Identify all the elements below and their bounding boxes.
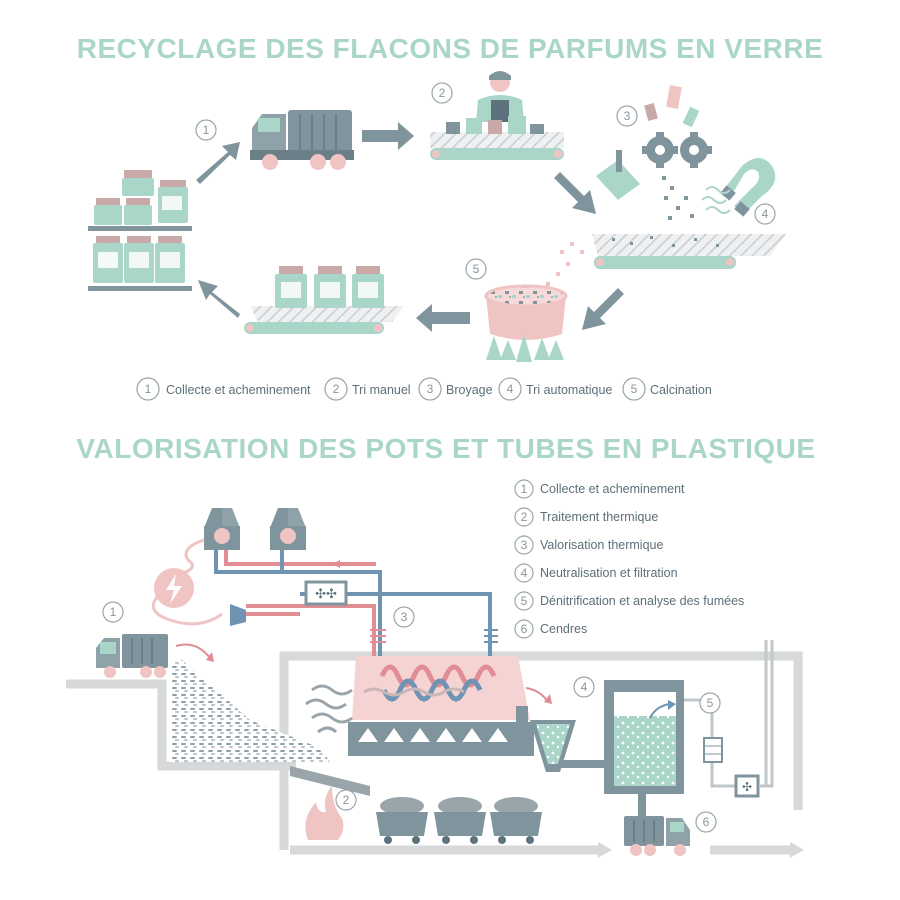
bottom-legend-1: Collecte et acheminement xyxy=(540,482,685,496)
arrow-to-calcination xyxy=(582,288,624,330)
plastic-truck-icon xyxy=(96,634,168,678)
coil-markers xyxy=(370,629,386,643)
top-legend-2: Tri manuel xyxy=(352,383,411,397)
top-legend: 1 Collecte et acheminement 2 Tri manuel … xyxy=(136,377,712,401)
top-step-2-marker: 2 xyxy=(431,82,453,104)
bottom-legend-4: Neutralisation et filtration xyxy=(540,566,678,580)
sorting-conveyor xyxy=(430,116,564,160)
electricity-icon xyxy=(154,568,194,608)
top-step-4-marker: 4 xyxy=(754,203,776,225)
bottom-step-1-marker: 1 xyxy=(102,601,124,623)
crusher-gears-icon xyxy=(596,85,712,220)
svg-text:6: 6 xyxy=(521,622,528,636)
svg-text:4: 4 xyxy=(581,680,588,694)
svg-text:5: 5 xyxy=(631,382,638,396)
chimney xyxy=(684,640,774,788)
svg-text:5: 5 xyxy=(707,696,714,710)
turbine-icon xyxy=(230,604,246,626)
top-step-1-marker: 1 xyxy=(195,119,217,141)
power-cable xyxy=(152,538,223,626)
svg-text:1: 1 xyxy=(203,123,210,137)
svg-text:2: 2 xyxy=(439,86,446,100)
svg-text:3: 3 xyxy=(624,109,631,123)
arrow-to-truck xyxy=(196,142,240,184)
ash-truck-icon xyxy=(624,816,690,856)
svg-text:1: 1 xyxy=(521,482,528,496)
arrow-to-new-jars xyxy=(416,304,470,332)
generators xyxy=(204,508,306,550)
bottom-legend: 1 Collecte et acheminement 2 Traitement … xyxy=(514,479,744,639)
arrow-to-sorting xyxy=(362,122,414,150)
svg-text:4: 4 xyxy=(507,382,514,396)
svg-text:3: 3 xyxy=(427,382,434,396)
svg-text:3: 3 xyxy=(401,610,408,624)
bottom-legend-6: Cendres xyxy=(540,622,587,636)
svg-text:2: 2 xyxy=(343,793,350,807)
jar-shelf xyxy=(88,170,192,291)
top-legend-3: Broyage xyxy=(446,383,493,397)
svg-text:✣: ✣ xyxy=(742,780,752,794)
svg-text:4: 4 xyxy=(762,207,769,221)
fire-icon xyxy=(305,786,344,840)
svg-text:5: 5 xyxy=(473,262,480,276)
magnet-icon xyxy=(701,158,776,217)
bottom-step-3-marker: 3 xyxy=(393,606,415,628)
calcination-furnace xyxy=(484,284,568,362)
fan-box: ✣✣ xyxy=(304,580,348,606)
manual-sorting-worker xyxy=(476,71,524,122)
svg-text:4: 4 xyxy=(521,566,528,580)
plastic-pile xyxy=(170,660,330,762)
bottom-step-5-marker: 5 xyxy=(699,692,721,714)
bottom-step-6-marker: 6 xyxy=(695,811,717,833)
arrow-to-crushing xyxy=(554,172,596,214)
analyzer: ✣ xyxy=(703,737,760,798)
collection-truck-icon xyxy=(250,110,354,170)
new-jars-conveyor xyxy=(244,266,404,334)
svg-text:3: 3 xyxy=(521,538,528,552)
top-legend-5: Calcination xyxy=(650,383,712,397)
top-title: RECYCLAGE DES FLACONS DE PARFUMS EN VERR… xyxy=(77,33,824,64)
smoke xyxy=(305,684,353,734)
svg-text:1: 1 xyxy=(145,382,152,396)
svg-text:5: 5 xyxy=(521,594,528,608)
bottom-step-2-marker: 2 xyxy=(335,789,357,811)
svg-text:6: 6 xyxy=(703,815,710,829)
neutralisation-tank xyxy=(530,680,684,820)
bottom-legend-2: Traitement thermique xyxy=(540,510,658,524)
top-step-5-marker: 5 xyxy=(465,258,487,280)
incinerator xyxy=(348,656,534,756)
svg-text:1: 1 xyxy=(110,605,117,619)
svg-text:2: 2 xyxy=(521,510,528,524)
chute xyxy=(290,766,370,796)
bottom-title: VALORISATION DES POTS ET TUBES EN PLASTI… xyxy=(76,433,815,464)
bottom-legend-3: Valorisation thermique xyxy=(540,538,663,552)
bottom-legend-5: Dénitrification et analyse des fumées xyxy=(540,594,744,608)
bottom-step-4-marker: 4 xyxy=(573,676,595,698)
top-step-3-marker: 3 xyxy=(616,105,638,127)
ash-wagons xyxy=(376,797,542,844)
svg-text:2: 2 xyxy=(333,382,340,396)
top-legend-1: Collecte et acheminement xyxy=(166,383,311,397)
svg-text:✣✣: ✣✣ xyxy=(315,587,337,602)
top-legend-4: Tri automatique xyxy=(526,383,612,397)
auto-sorting-conveyor xyxy=(546,234,786,286)
arrow-to-shelf xyxy=(198,280,240,318)
